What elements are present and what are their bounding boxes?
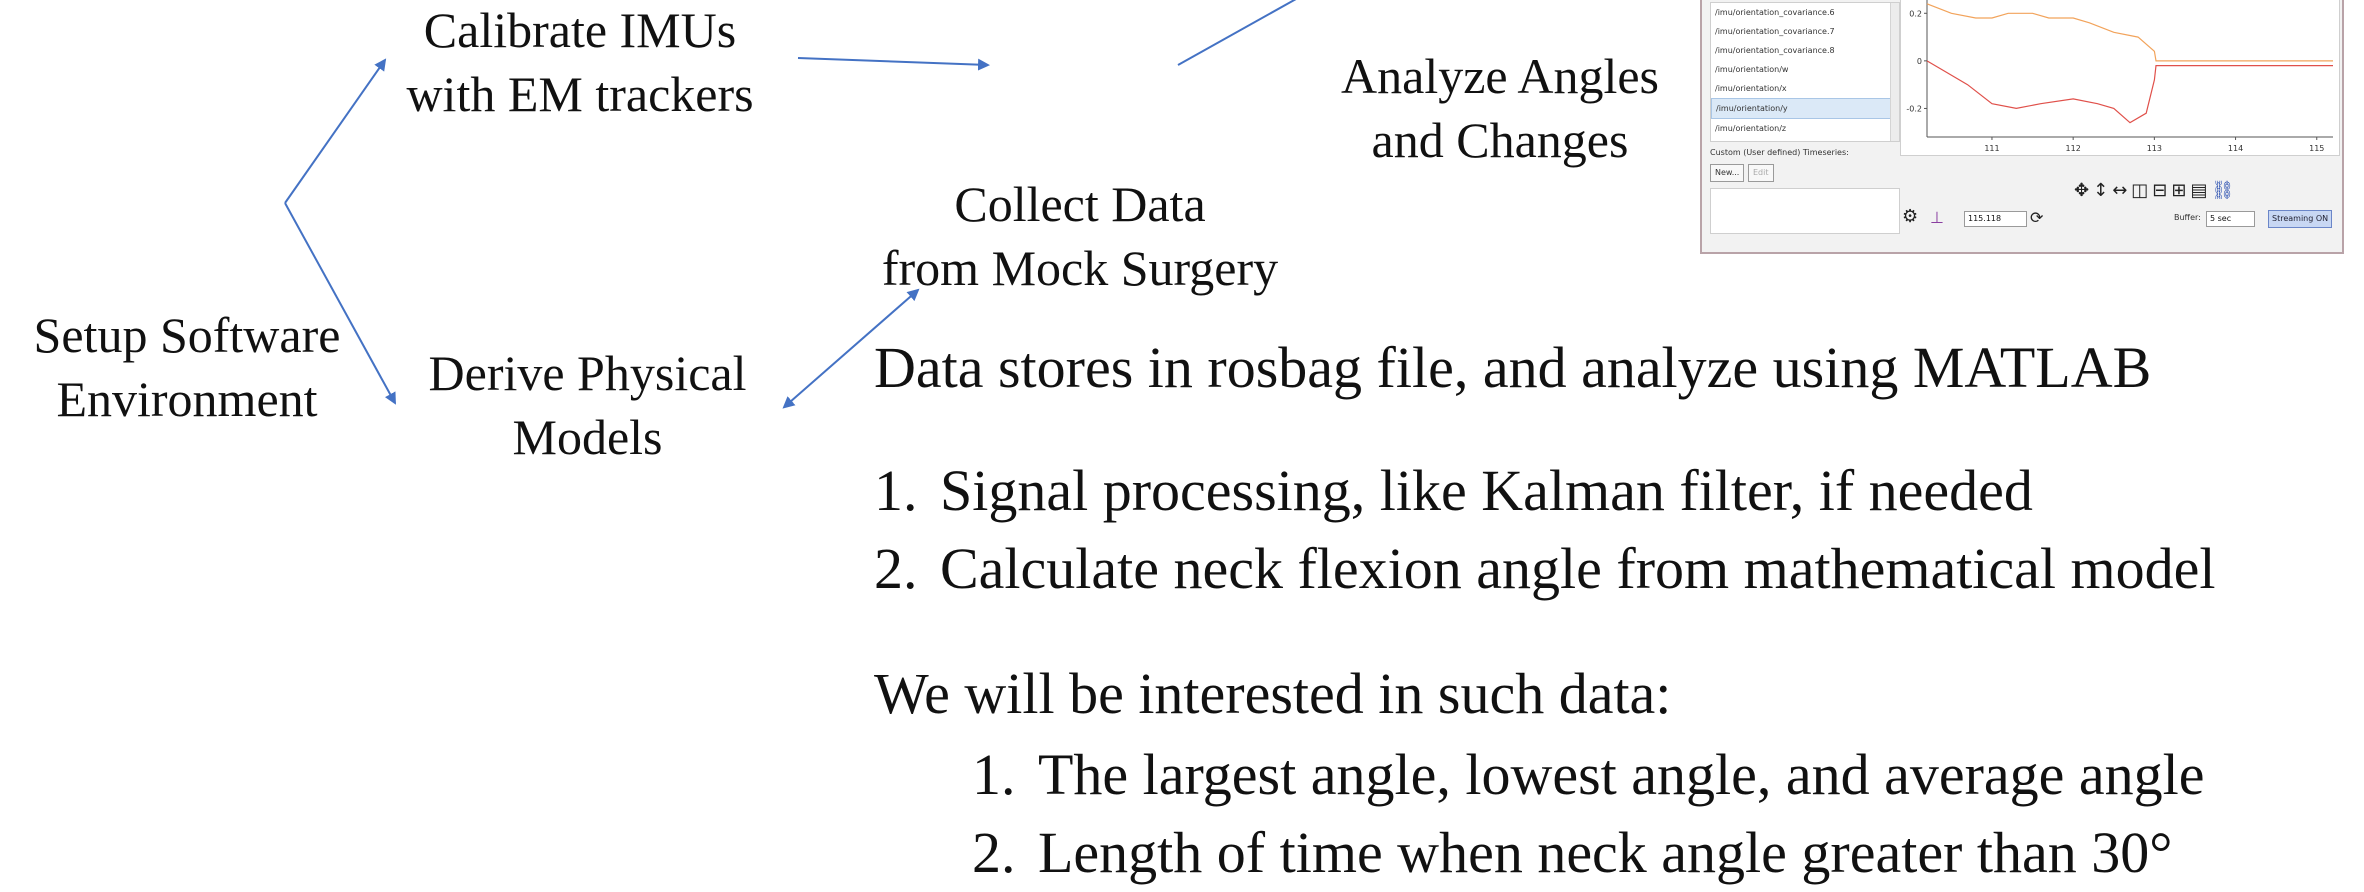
y-tick-label: -0.2	[1906, 104, 1922, 113]
x-tick-label: 113	[2147, 144, 2162, 153]
y-tick-label: 0.2	[1909, 9, 1922, 18]
link-icon[interactable]: ⛓	[2211, 180, 2239, 201]
horizontal-arrows-icon[interactable]: ↔	[2112, 180, 2132, 201]
node-analyze-line-1: Analyze Angles	[1341, 48, 1659, 104]
interest-list: 1. The largest angle, lowest angle, and a…	[972, 736, 2205, 892]
interest-text: The largest angle, lowest angle, and ave…	[1038, 742, 2205, 807]
topic-item[interactable]: /imu/orientation/x	[1715, 84, 1787, 93]
custom-timeseries-label: Custom (User defined) Timeseries:	[1710, 148, 1849, 157]
processing-steps: 1. Signal processing, like Kalman filter,…	[874, 452, 2216, 608]
edit-timeseries-button[interactable]: Edit	[1748, 164, 1774, 182]
interest-number: 2.	[972, 820, 1016, 885]
topic-item[interactable]: /imu/orientation/z	[1715, 124, 1787, 133]
move-icon[interactable]: ✥	[2074, 180, 2094, 201]
axis-icon[interactable]: ⊥	[1930, 208, 1944, 227]
split-vertical-icon[interactable]: ⊟	[2152, 180, 2172, 201]
topic-list[interactable]: /imu/orientation_covariance.6 /imu/orien…	[1710, 2, 1900, 142]
node-derive: Derive Physical Models	[405, 341, 770, 469]
step-text: Calculate neck flexion angle from mathem…	[940, 536, 2216, 601]
arrow-setup-to-calibrate	[284, 58, 387, 204]
refresh-icon[interactable]: ⟳	[2030, 208, 2044, 227]
plot-grid	[1924, 0, 2333, 140]
node-collect-line-1: Collect Data	[954, 176, 1206, 232]
arrow-setup-to-derive	[284, 202, 396, 405]
plot-toolbar: ✥↕↔◫⊟⊞▤⛓	[2074, 180, 2238, 201]
node-calibrate: Calibrate IMUs with EM trackers	[390, 0, 770, 126]
node-derive-line-2: Models	[512, 409, 663, 465]
gear-icon[interactable]: ⚙	[1902, 206, 1919, 227]
plot-ticks: 111 112 113 114 115 0.2 0 -0.2	[1906, 9, 2324, 153]
node-calibrate-line-2: with EM trackers	[406, 66, 754, 122]
node-analyze: Analyze Angles and Changes	[1300, 44, 1700, 172]
time-input[interactable]: 115.118	[1964, 211, 2027, 227]
split-horizontal-icon[interactable]: ◫	[2131, 180, 2153, 201]
step-item: 1. Signal processing, like Kalman filter,…	[874, 452, 2216, 530]
topic-item[interactable]: /imu/orientation_covariance.6	[1715, 8, 1835, 17]
series-line-2	[1926, 60, 2333, 124]
interest-heading: We will be interested in such data:	[874, 661, 1672, 726]
y-tick-label: 0	[1917, 57, 1922, 66]
custom-timeseries-list[interactable]	[1710, 188, 1900, 234]
stack-icon[interactable]: ⊞	[2171, 180, 2191, 201]
x-tick-label: 112	[2066, 144, 2081, 153]
buffer-label: Buffer:	[2174, 213, 2201, 222]
series-line-1	[1926, 3, 2333, 62]
node-collect: Collect Data from Mock Surgery	[860, 172, 1300, 300]
interest-number: 1.	[972, 742, 1016, 807]
node-calibrate-line-1: Calibrate IMUs	[423, 2, 737, 58]
x-tick-label: 111	[1984, 144, 1999, 153]
interest-text: Length of time when neck angle greater t…	[1038, 820, 2173, 885]
interest-item: 1. The largest angle, lowest angle, and a…	[972, 736, 2205, 814]
topic-item[interactable]: /imu/orientation_covariance.7	[1715, 27, 1835, 36]
topic-item[interactable]: /imu/orientation_covariance.8	[1715, 46, 1835, 55]
x-tick-label: 114	[2228, 144, 2243, 153]
topic-item[interactable]: /imu/orientation/w	[1715, 65, 1789, 74]
analysis-headline: Data stores in rosbag file, and analyze …	[874, 335, 2152, 400]
topic-list-scrollbar[interactable]	[1890, 3, 1899, 141]
interest-item: 2. Length of time when neck angle greater…	[972, 814, 2205, 892]
node-setup-line-2: Environment	[56, 371, 318, 427]
node-collect-line-2: from Mock Surgery	[881, 240, 1279, 296]
node-derive-line-1: Derive Physical	[428, 345, 747, 401]
vertical-arrows-icon[interactable]: ↕	[2093, 180, 2113, 201]
node-setup: Setup Software Environment	[12, 303, 362, 431]
node-setup-line-1: Setup Software	[33, 307, 341, 363]
streaming-toggle[interactable]: Streaming ON	[2268, 210, 2333, 228]
plot-series	[1926, 3, 2333, 124]
topic-item-selected[interactable]: /imu/orientation/y	[1711, 98, 1899, 119]
step-item: 2. Calculate neck flexion angle from math…	[874, 530, 2216, 608]
x-tick-label: 115	[2309, 144, 2324, 153]
node-analyze-line-2: and Changes	[1371, 112, 1629, 168]
plot-area[interactable]: 111 112 113 114 115 0.2 0 -0.2	[1900, 0, 2340, 156]
arrow-derive-collect	[782, 288, 920, 409]
new-timeseries-button[interactable]: New...	[1710, 164, 1745, 182]
buffer-input[interactable]: 5 sec	[2206, 211, 2255, 227]
step-text: Signal processing, like Kalman filter, i…	[940, 458, 2033, 523]
arrow-collect-to-analyze	[1177, 0, 1297, 66]
step-number: 2.	[874, 536, 918, 601]
arrow-calibrate-to-collect	[797, 57, 990, 71]
legend-icon[interactable]: ▤	[2190, 180, 2212, 201]
step-number: 1.	[874, 458, 918, 523]
plot-window: /imu/orientation_covariance.6 /imu/orien…	[1700, 0, 2344, 254]
